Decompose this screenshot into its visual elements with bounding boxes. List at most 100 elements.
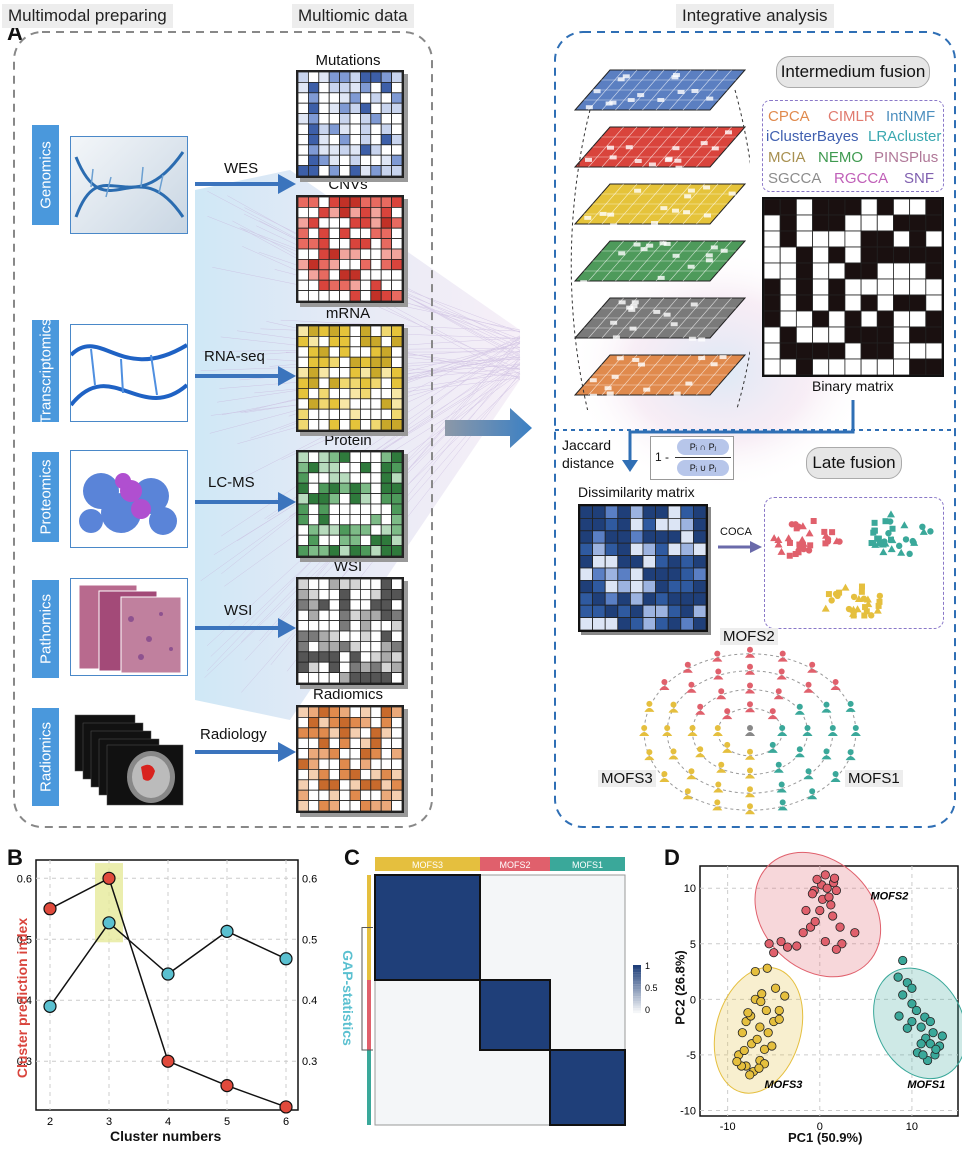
header-preparing: Multimodal preparing (2, 4, 173, 28)
chart-b-ylabel-right: GAP-statistics (340, 950, 356, 1046)
mofs3-network-label: MOFS3 (598, 770, 656, 787)
algorithm-box (762, 100, 944, 192)
panel-d-label: D (664, 845, 680, 870)
point-mofs2 (828, 911, 838, 921)
jaccard-label-1: Jaccard (562, 437, 612, 453)
group-bar-mofs2 (480, 857, 550, 871)
point-mofs2 (792, 941, 802, 951)
xtick: 0 (817, 1121, 823, 1133)
point-1-0 (43, 999, 57, 1013)
point-mofs1 (894, 1011, 904, 1021)
point-mofs3 (756, 996, 766, 1007)
consensus-block-mofs2 (479, 979, 551, 1051)
coca-label: COCA (720, 526, 752, 538)
algo-mcia: MCIA (768, 149, 806, 166)
xtick: 2 (47, 1116, 53, 1128)
point-mofs3 (774, 1005, 784, 1016)
clusters-box (764, 497, 944, 629)
point-mofs2 (824, 892, 834, 902)
point-mofs1 (911, 1005, 922, 1016)
point-mofs3 (743, 1008, 753, 1018)
cluster-dots (770, 510, 934, 619)
point-mofs2 (812, 874, 822, 884)
point-mofs3 (780, 991, 790, 1001)
matrix-wsi (296, 577, 404, 685)
cluster-label-mofs2: MOFS2 (870, 890, 908, 902)
matrix-cnvs (296, 195, 404, 303)
point-mofs1 (925, 1039, 935, 1049)
integration-arrow (445, 408, 532, 448)
cluster-label-mofs3: MOFS3 (765, 1079, 803, 1091)
point-mofs1 (925, 1016, 935, 1027)
algo-cimlr: CIMLR (828, 108, 875, 125)
algo-iclusterbayes: iClusterBayes (766, 128, 859, 145)
method-wes: WES (224, 160, 259, 177)
group-bar-mofs3 (375, 857, 480, 871)
group-bar-mofs1 (550, 857, 625, 871)
point-mofs2 (820, 936, 830, 947)
point-mofs3 (732, 1056, 742, 1067)
algo-intnmf: IntNMF (886, 108, 936, 125)
method-rnaseq: RNA-seq (204, 348, 265, 365)
algo-cpca: CPCA (768, 108, 810, 125)
ytick-right: 0.4 (302, 995, 317, 1007)
point-mofs2 (826, 900, 836, 910)
mofs-network (639, 646, 861, 815)
xtick: 3 (106, 1116, 112, 1128)
point-1-1 (102, 916, 116, 930)
consensus-block-mofs3 (374, 874, 481, 981)
omic-tab-proteomics: Proteomics (32, 452, 59, 542)
point-mofs3 (770, 983, 781, 993)
point-mofs3 (752, 1034, 762, 1044)
jaccard-formula: 1 - Pᵢ ∩ Pⱼ Pᵢ ∪ Pⱼ (650, 436, 734, 480)
ytick: 5 (690, 939, 696, 951)
algo-rgcca: RGCCA (834, 170, 889, 187)
cluster-label-mofs1: MOFS1 (907, 1079, 945, 1091)
ytick: -5 (686, 1050, 696, 1062)
point-mofs3 (745, 1070, 755, 1080)
proteomics-image (70, 450, 188, 548)
chart-d-ylabel: PC2 (26.8%) (672, 950, 688, 1025)
point-mofs2 (850, 928, 860, 938)
point-mofs3 (737, 1028, 747, 1038)
xtick: 4 (165, 1116, 171, 1128)
point-mofs2 (837, 939, 847, 949)
point-mofs3 (761, 1005, 771, 1016)
algo-lracluster: LRAcluster (868, 128, 942, 145)
dissimilarity-label: Dissimilarity matrix (578, 484, 695, 500)
point-1-2 (161, 967, 175, 981)
group-label-mofs1: MOFS1 (572, 860, 603, 870)
point-mofs2 (822, 883, 832, 893)
point-mofs1 (918, 1050, 928, 1060)
genomics-image (70, 136, 188, 234)
ytick-right: 0.3 (302, 1056, 317, 1068)
point-mofs1 (931, 1044, 941, 1054)
algo-pinsplus: PINSPlus (874, 149, 939, 166)
matrix-title-mrna: mRNA (325, 305, 371, 322)
point-0-1 (102, 871, 116, 885)
method-wsi: WSI (224, 602, 253, 619)
algo-snf: SNF (904, 170, 934, 187)
matrix-title-protein: Protein (324, 432, 372, 449)
ytick: -10 (680, 1105, 696, 1117)
xtick: 5 (224, 1116, 230, 1128)
jaccard-label-2: distance (562, 455, 615, 471)
point-mofs1 (907, 983, 917, 993)
point-mofs3 (762, 963, 772, 973)
chart-d-xlabel: PC1 (50.9%) (788, 1130, 863, 1145)
colorbar-tick: 0.5 (645, 983, 658, 993)
method-lcms: LC-MS (208, 474, 255, 491)
stacked-omic-layers (570, 69, 750, 410)
point-mofs3 (755, 1022, 765, 1032)
pathomics-image (70, 578, 188, 676)
point-mofs3 (763, 1028, 773, 1038)
radiomics-image (70, 710, 188, 808)
omic-tab-radiomics: Radiomics (32, 708, 59, 806)
point-mofs2 (831, 885, 841, 896)
panel-b-label: B (7, 845, 23, 870)
header-integrative: Integrative analysis (676, 4, 834, 28)
matrix-mrna (296, 324, 404, 432)
group-label-mofs3: MOFS3 (412, 860, 443, 870)
point-mofs1 (937, 1031, 947, 1041)
